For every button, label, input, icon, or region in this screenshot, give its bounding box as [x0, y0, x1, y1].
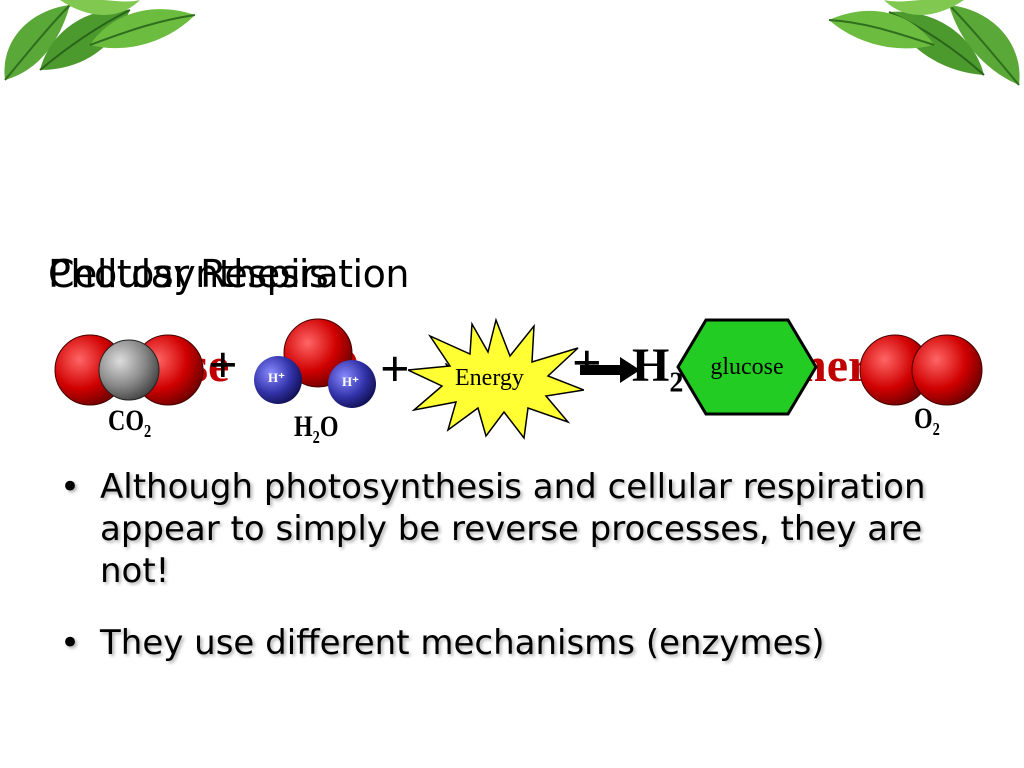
glucose-hexagon-label: glucose: [710, 354, 784, 380]
leaves-decoration-right: [828, 0, 1020, 86]
bullet-text: Although photosynthesis and cellular res…: [100, 467, 926, 591]
equation-hydrogen-subscript: 2: [669, 367, 684, 399]
h2o-label-subscript: 2: [312, 427, 320, 447]
o2-molecule: [859, 334, 983, 406]
energy-burst-icon: [408, 318, 584, 440]
hydrogen-atom-icon: [328, 360, 376, 408]
leaf-icon: [4, 0, 196, 81]
equation-hydrogen-text: H2: [632, 339, 684, 399]
hydrogen-ion-label-right: H⁺: [342, 374, 359, 389]
o2-label-subscript: 2: [932, 419, 940, 439]
arrow-right-icon: [580, 357, 640, 383]
hydrogen-ion-label-left: H⁺: [268, 370, 285, 385]
slide-title-cellular-respiration: Cellular Respiration: [48, 252, 409, 296]
co2-molecule: [54, 334, 204, 406]
bullet-dot: •: [60, 467, 81, 507]
oxygen-atom-icon: [911, 334, 983, 406]
bullet-dot: •: [60, 623, 81, 663]
hydrogen-atom-icon: [254, 356, 302, 404]
bullet-text: They use different mechanisms (enzymes): [100, 623, 825, 663]
bullet-list: • Although photosynthesis and cellular r…: [60, 466, 960, 692]
leaves-decoration-left: [4, 0, 196, 81]
equation-plus-2: +: [380, 341, 410, 398]
leaf-icon: [828, 0, 1020, 86]
equation-plus-3: +: [572, 335, 602, 392]
h2o-molecule: [254, 318, 376, 408]
energy-burst-label: Energy: [455, 365, 524, 391]
h2o-label: H2O: [294, 410, 339, 447]
bullet-item: • They use different mechanisms (enzymes…: [60, 622, 960, 664]
co2-label-subscript: 2: [144, 421, 152, 441]
carbon-atom-icon: [98, 339, 160, 401]
bullet-item: • Although photosynthesis and cellular r…: [60, 466, 960, 592]
equation-plus-1: +: [208, 337, 238, 394]
co2-label: CO2: [108, 404, 152, 441]
slide-title-photosynthesis: Photosynthesis: [48, 252, 329, 296]
glucose-hexagon-icon: [676, 318, 818, 416]
o2-label: O2: [914, 402, 940, 439]
